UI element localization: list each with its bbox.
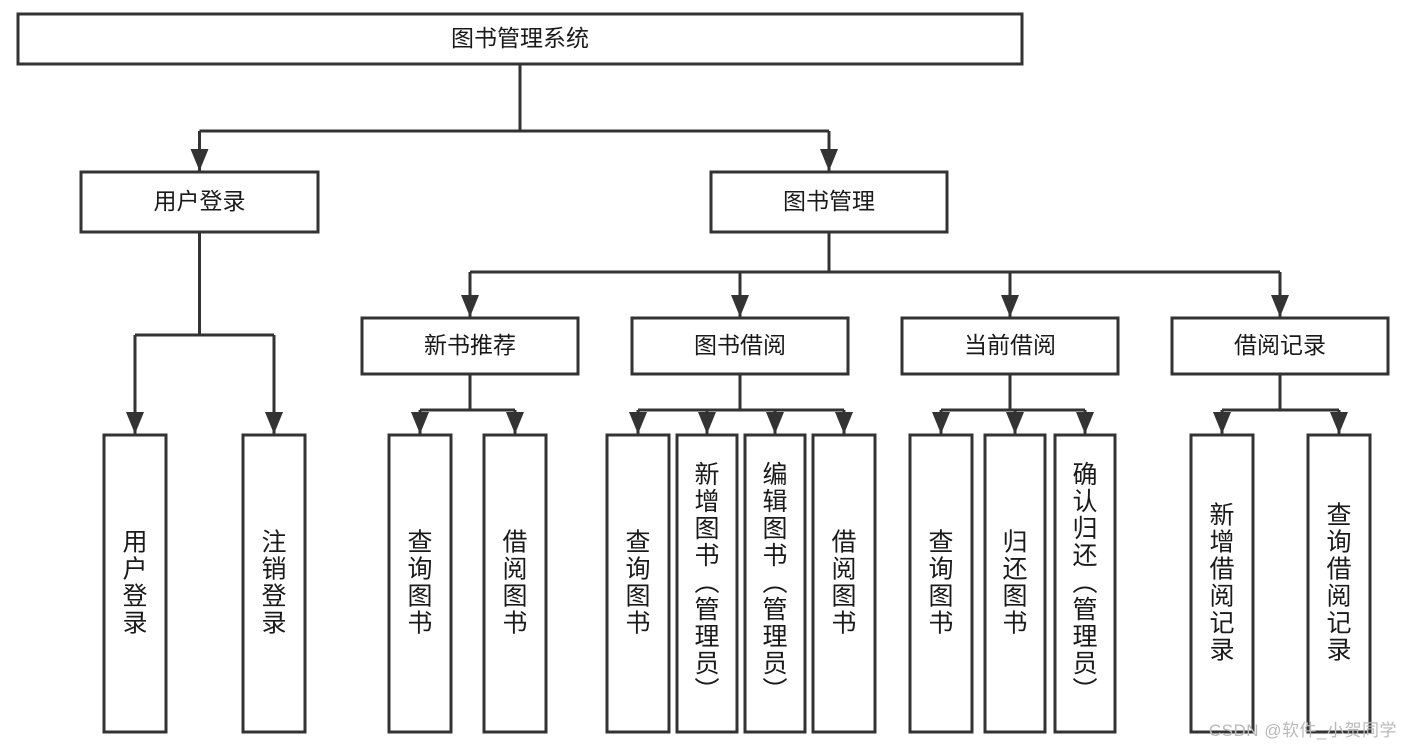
node-leaf-查询图书[interactable]: 查询图书 bbox=[387, 433, 453, 734]
node-leaf-编辑图书管理员[interactable]: 编辑图书︵管理员︶ bbox=[743, 433, 807, 734]
node-level2-图书管理[interactable]: 图书管理 bbox=[709, 170, 949, 234]
arrow-head-icon bbox=[766, 412, 784, 434]
arrow-head-icon bbox=[1213, 412, 1231, 434]
arrow-head-icon bbox=[126, 412, 144, 434]
node-leaf-注销登录[interactable]: 注销登录 bbox=[241, 433, 307, 734]
node-level3-借阅记录[interactable]: 借阅记录 bbox=[1170, 316, 1390, 376]
node-leaf-新增图书管理员[interactable]: 新增图书︵管理员︶ bbox=[675, 433, 739, 734]
node-label: 用户登录 bbox=[122, 529, 147, 638]
node-box bbox=[1170, 316, 1390, 376]
node-leaf-确认归还管理员[interactable]: 确认归还︵管理员︶ bbox=[1053, 433, 1117, 734]
arrow-head-icon bbox=[411, 412, 429, 434]
node-label: 查询图书 bbox=[407, 529, 432, 638]
node-box bbox=[1306, 433, 1372, 734]
node-box bbox=[811, 433, 877, 734]
node-label: 确认归还︵管理员︶ bbox=[1072, 461, 1097, 705]
node-leaf-新增借阅记录[interactable]: 新增借阅记录 bbox=[1189, 433, 1255, 734]
node-box bbox=[16, 12, 1024, 66]
node-label: 当前借阅 bbox=[964, 332, 1056, 358]
node-box bbox=[241, 433, 307, 734]
node-label: 用户登录 bbox=[154, 188, 246, 214]
node-label: 查询借阅记录 bbox=[1326, 502, 1351, 665]
node-box bbox=[983, 433, 1047, 734]
node-box bbox=[102, 433, 168, 734]
node-box bbox=[1053, 433, 1117, 734]
arrow-head-icon bbox=[1330, 412, 1348, 434]
node-label: 新增借阅记录 bbox=[1209, 502, 1234, 665]
node-leaf-查询图书[interactable]: 查询图书 bbox=[605, 433, 671, 734]
node-label: 归还图书 bbox=[1002, 529, 1027, 638]
node-box bbox=[908, 433, 974, 734]
node-box bbox=[79, 170, 320, 234]
node-box bbox=[900, 316, 1120, 376]
arrow-head-icon bbox=[835, 412, 853, 434]
node-leaf-借阅图书[interactable]: 借阅图书 bbox=[811, 433, 877, 734]
node-level3-当前借阅[interactable]: 当前借阅 bbox=[900, 316, 1120, 376]
node-box bbox=[1189, 433, 1255, 734]
arrow-head-icon bbox=[1001, 295, 1019, 317]
arrow-head-icon bbox=[1076, 412, 1094, 434]
arrow-head-icon bbox=[190, 149, 209, 171]
node-leaf-归还图书[interactable]: 归还图书 bbox=[983, 433, 1047, 734]
node-box bbox=[675, 433, 739, 734]
node-label: 编辑图书︵管理员︶ bbox=[762, 461, 787, 705]
node-box bbox=[605, 433, 671, 734]
node-level3-图书借阅[interactable]: 图书借阅 bbox=[630, 316, 850, 376]
nodes-layer: 图书管理系统用户登录图书管理新书推荐图书借阅当前借阅借阅记录用户登录注销登录查询… bbox=[16, 12, 1390, 734]
node-label: 借阅图书 bbox=[502, 529, 527, 638]
arrow-head-icon bbox=[731, 295, 749, 317]
node-label: 图书管理系统 bbox=[451, 25, 589, 51]
node-leaf-查询图书[interactable]: 查询图书 bbox=[908, 433, 974, 734]
arrow-head-icon bbox=[506, 412, 524, 434]
node-box bbox=[630, 316, 850, 376]
arrow-head-icon bbox=[265, 412, 283, 434]
node-label: 新增图书︵管理员︶ bbox=[694, 461, 719, 705]
node-label: 新书推荐 bbox=[424, 332, 516, 358]
arrow-head-icon bbox=[461, 295, 479, 317]
arrow-head-icon bbox=[698, 412, 716, 434]
arrow-head-icon bbox=[1006, 412, 1024, 434]
arrow-head-icon bbox=[820, 149, 838, 171]
arrow-head-icon bbox=[1271, 295, 1289, 317]
node-level2-用户登录[interactable]: 用户登录 bbox=[79, 170, 320, 234]
node-root-图书管理系统[interactable]: 图书管理系统 bbox=[16, 12, 1024, 66]
node-box bbox=[387, 433, 453, 734]
node-label: 图书管理 bbox=[783, 188, 875, 214]
node-leaf-用户登录[interactable]: 用户登录 bbox=[102, 433, 168, 734]
node-label: 查询图书 bbox=[928, 529, 953, 638]
node-box bbox=[709, 170, 949, 234]
node-label: 借阅记录 bbox=[1234, 332, 1326, 358]
node-leaf-借阅图书[interactable]: 借阅图书 bbox=[482, 433, 548, 734]
node-label: 图书借阅 bbox=[694, 332, 786, 358]
node-box bbox=[482, 433, 548, 734]
node-label: 查询图书 bbox=[625, 529, 650, 638]
node-level3-新书推荐[interactable]: 新书推荐 bbox=[360, 316, 580, 376]
arrow-head-icon bbox=[932, 412, 950, 434]
node-label: 借阅图书 bbox=[831, 529, 856, 638]
node-leaf-查询借阅记录[interactable]: 查询借阅记录 bbox=[1306, 433, 1372, 734]
connectors-layer bbox=[126, 64, 1348, 434]
node-box bbox=[360, 316, 580, 376]
node-box bbox=[743, 433, 807, 734]
arrow-head-icon bbox=[629, 412, 647, 434]
node-label: 注销登录 bbox=[261, 529, 286, 638]
